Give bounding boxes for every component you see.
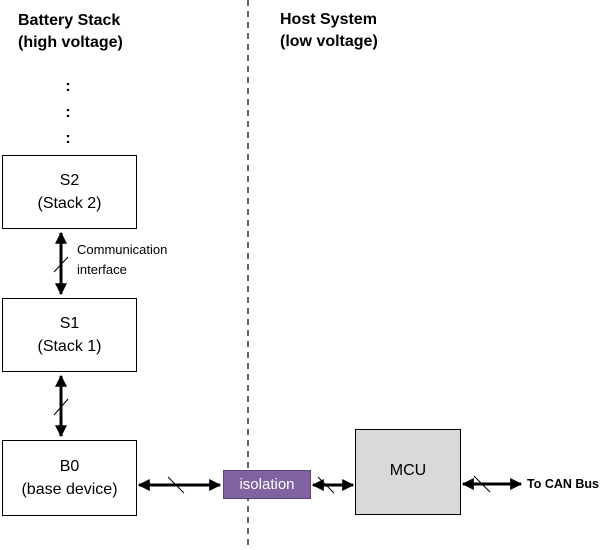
- link-arrow-b0-isolation: [137, 476, 222, 494]
- stack-s1-box: S1 (Stack 1): [2, 298, 137, 372]
- battery-stack-heading: Battery Stack (high voltage): [18, 10, 123, 54]
- host-system-title: Host System: [280, 11, 377, 28]
- isolation-label: isolation: [239, 476, 295, 493]
- base-device-b0-box: B0 (base device): [2, 440, 137, 516]
- isolation-block: isolation: [223, 470, 311, 499]
- host-system-heading: Host System (low voltage): [280, 9, 378, 53]
- base-device-name: B0: [59, 458, 80, 475]
- stack-s1-name: S1: [59, 315, 80, 332]
- ellipsis-dot: :: [65, 78, 71, 95]
- comm-label-line-2: interface: [77, 262, 127, 277]
- more-stacks-ellipsis: : : :: [58, 74, 78, 152]
- battery-stack-title: Battery Stack: [18, 12, 121, 29]
- comm-arrow-s1-b0: [53, 374, 69, 438]
- stack-s2-name: S2: [59, 172, 80, 189]
- mcu-label: MCU: [389, 462, 427, 479]
- comm-label-line-1: Communication: [77, 242, 168, 257]
- mcu-block: MCU: [355, 429, 461, 515]
- can-bus-label: To CAN Bus: [527, 477, 599, 491]
- ellipsis-dot: :: [65, 104, 71, 121]
- host-system-subtitle: (low voltage): [280, 33, 378, 50]
- stack-s1-desc: (Stack 1): [37, 338, 102, 355]
- link-arrow-isolation-mcu: [311, 476, 355, 494]
- base-device-desc: (base device): [21, 481, 118, 498]
- link-arrow-mcu-can: [461, 475, 523, 493]
- comm-arrow-s2-s1: [53, 231, 69, 296]
- ellipsis-dot: :: [65, 130, 71, 147]
- stack-s2-desc: (Stack 2): [37, 195, 102, 212]
- battery-stack-subtitle: (high voltage): [18, 34, 123, 51]
- stack-s2-box: S2 (Stack 2): [2, 155, 137, 229]
- communication-interface-label: Communication interface: [77, 240, 167, 280]
